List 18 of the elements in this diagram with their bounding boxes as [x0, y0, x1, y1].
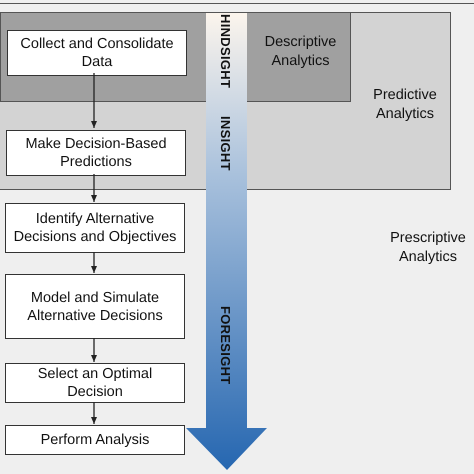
analytics-band [0, 12, 451, 190]
band-label: Descriptive Analytics [264, 33, 338, 71]
arrow-label: INSIGHT [218, 116, 233, 171]
arrow [91, 73, 97, 128]
process-box: Make Decision-Based Predictions [6, 130, 186, 176]
band-label: Predictive Analytics [372, 86, 438, 124]
process-box: Identify Alternative Decisions and Objectives [5, 203, 185, 253]
arrow [91, 338, 97, 362]
arrow [91, 252, 97, 273]
arrow-label: HINDSIGHT [218, 14, 233, 88]
arrow-label: FORESIGHT [218, 306, 233, 385]
band-label: Prescriptive Analytics [389, 229, 467, 267]
arrow [91, 402, 97, 424]
arrow [91, 174, 97, 202]
process-box: Model and Simulate Alternative Decisions [5, 274, 185, 339]
process-box: Perform Analysis [5, 425, 185, 455]
process-box: Collect and Consolidate Data [7, 30, 187, 76]
process-box: Select an Optimal Decision [5, 363, 185, 403]
